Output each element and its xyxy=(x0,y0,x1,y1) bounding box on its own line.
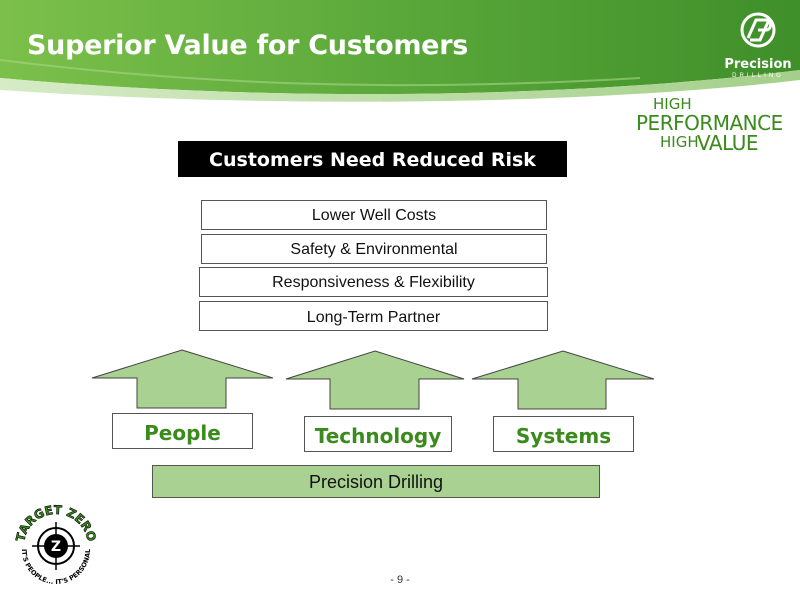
tagline-line2: PERFORMANCE xyxy=(636,111,783,135)
target-zero-badge-icon: TARGET ZERO IT'S PEOPLE... IT'S PERSONAL… xyxy=(13,503,99,586)
pillar-technology: Technology xyxy=(304,416,452,452)
up-arrow-icon xyxy=(91,349,274,409)
benefit-box: Lower Well Costs xyxy=(201,200,547,230)
precision-drilling-logo: Precision DRILLING xyxy=(718,10,798,80)
benefit-box: Responsiveness & Flexibility xyxy=(199,267,548,297)
header-band xyxy=(0,0,800,110)
up-arrow-icon xyxy=(285,350,465,410)
diagram-heading: Customers Need Reduced Risk xyxy=(178,141,567,177)
pillar-people: People xyxy=(112,413,253,449)
benefit-box: Long-Term Partner xyxy=(199,301,548,331)
slide-title: Superior Value for Customers xyxy=(27,30,468,61)
header-swoosh xyxy=(0,0,800,102)
pd-emblem-icon xyxy=(740,12,776,48)
tagline-line1: HIGH xyxy=(653,95,692,113)
logo-brand-text: Precision xyxy=(724,57,792,72)
benefit-box: Safety & Environmental xyxy=(201,234,547,264)
up-arrow-icon xyxy=(471,350,655,410)
foundation-box: Precision Drilling xyxy=(152,465,600,498)
logo-subtitle-text: DRILLING xyxy=(732,73,784,79)
pillar-systems: Systems xyxy=(493,416,634,452)
page-number: - 9 - xyxy=(390,574,410,586)
badge-center-letter: Z xyxy=(51,539,61,555)
tagline-line3a: HIGH xyxy=(660,133,699,151)
tagline-line3b: VALUE xyxy=(697,131,759,155)
